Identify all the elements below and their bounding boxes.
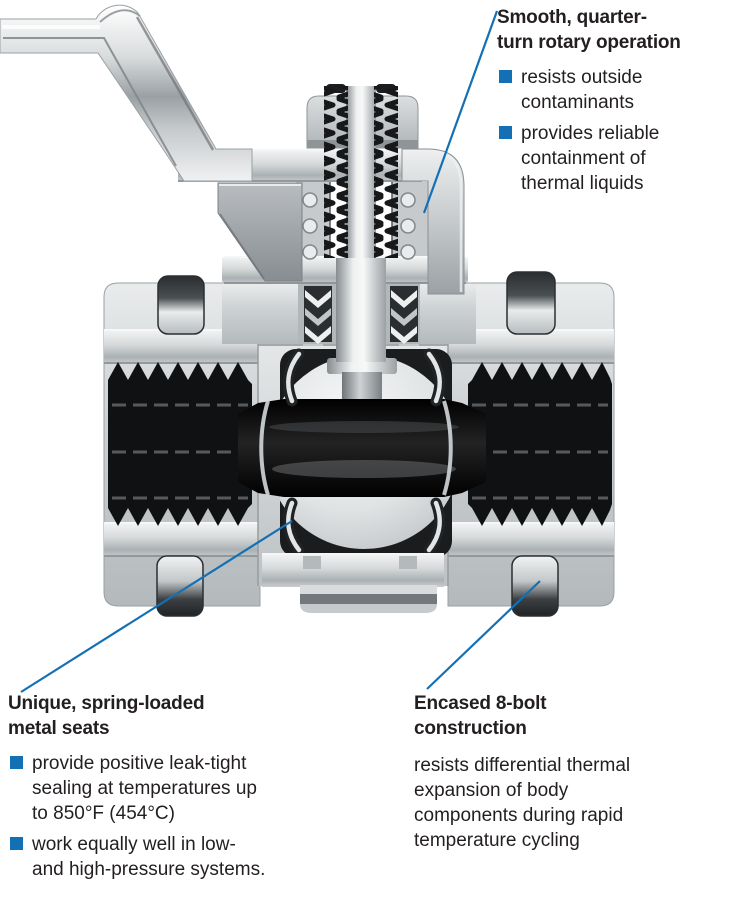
seat-upper-left [285, 351, 302, 404]
bullet-square-icon [499, 126, 512, 139]
seat-lower-left [285, 500, 302, 553]
bolt-head-top-left [157, 275, 205, 335]
seat-upper-right [426, 351, 443, 404]
right-male-threads [468, 362, 612, 526]
bolt-head-top-right [506, 271, 556, 335]
callout-line-bolts [426, 580, 541, 690]
bullet-list: resists outside contaminants provides re… [497, 65, 681, 196]
seat-lower-right [426, 500, 443, 553]
bonnet-packing-assembly [222, 182, 476, 362]
annotation-heading: Smooth, quarter- turn rotary operation [497, 7, 681, 53]
valve-body [238, 335, 486, 613]
list-item: provides reliable containment of thermal… [497, 121, 681, 196]
left-male-threads [108, 362, 252, 526]
valve-stem [336, 258, 386, 362]
bullet-list: provide positive leak-tight sealing at t… [8, 751, 265, 882]
callout-line-seats [20, 520, 293, 693]
list-item: provide positive leak-tight sealing at t… [8, 751, 265, 826]
stem-threads-left [324, 86, 348, 258]
packing-nut-and-stem-threads [306, 84, 419, 258]
annotation-heading: Encased 8-bolt construction [414, 693, 547, 739]
chevron-packing [304, 286, 418, 344]
annotation-rotary-operation: Smooth, quarter- turn rotary operation r… [497, 5, 681, 202]
annotation-heading: Unique, spring-loaded metal seats [8, 693, 205, 739]
list-item: work equally well in low- and high-press… [8, 832, 265, 882]
callout-lines [20, 10, 541, 693]
annotation-body-text: resists differential thermal expansion o… [414, 755, 631, 851]
spring-washers [302, 192, 416, 260]
metal-seats [282, 348, 446, 556]
valve-handle [0, 4, 253, 182]
bullet-square-icon [499, 70, 512, 83]
bullet-square-icon [10, 756, 23, 769]
bonnet-wrap-bracket [401, 148, 465, 295]
right-flange-plate-bottom [448, 522, 614, 557]
annotation-metal-seats: Unique, spring-loaded metal seats provid… [8, 691, 265, 888]
stem-threads-right [374, 86, 398, 258]
callout-line-rotary [422, 10, 499, 214]
right-end-connection [447, 271, 615, 617]
list-item: resists outside contaminants [497, 65, 681, 115]
left-flange-plate-bottom [104, 522, 260, 557]
bolt-head-bottom-left [156, 555, 204, 617]
annotation-bolt-construction: Encased 8-bolt construction resists diff… [414, 691, 630, 853]
left-end-connection [103, 275, 261, 617]
bullet-square-icon [10, 837, 23, 850]
handle-stop-bracket [217, 182, 303, 282]
